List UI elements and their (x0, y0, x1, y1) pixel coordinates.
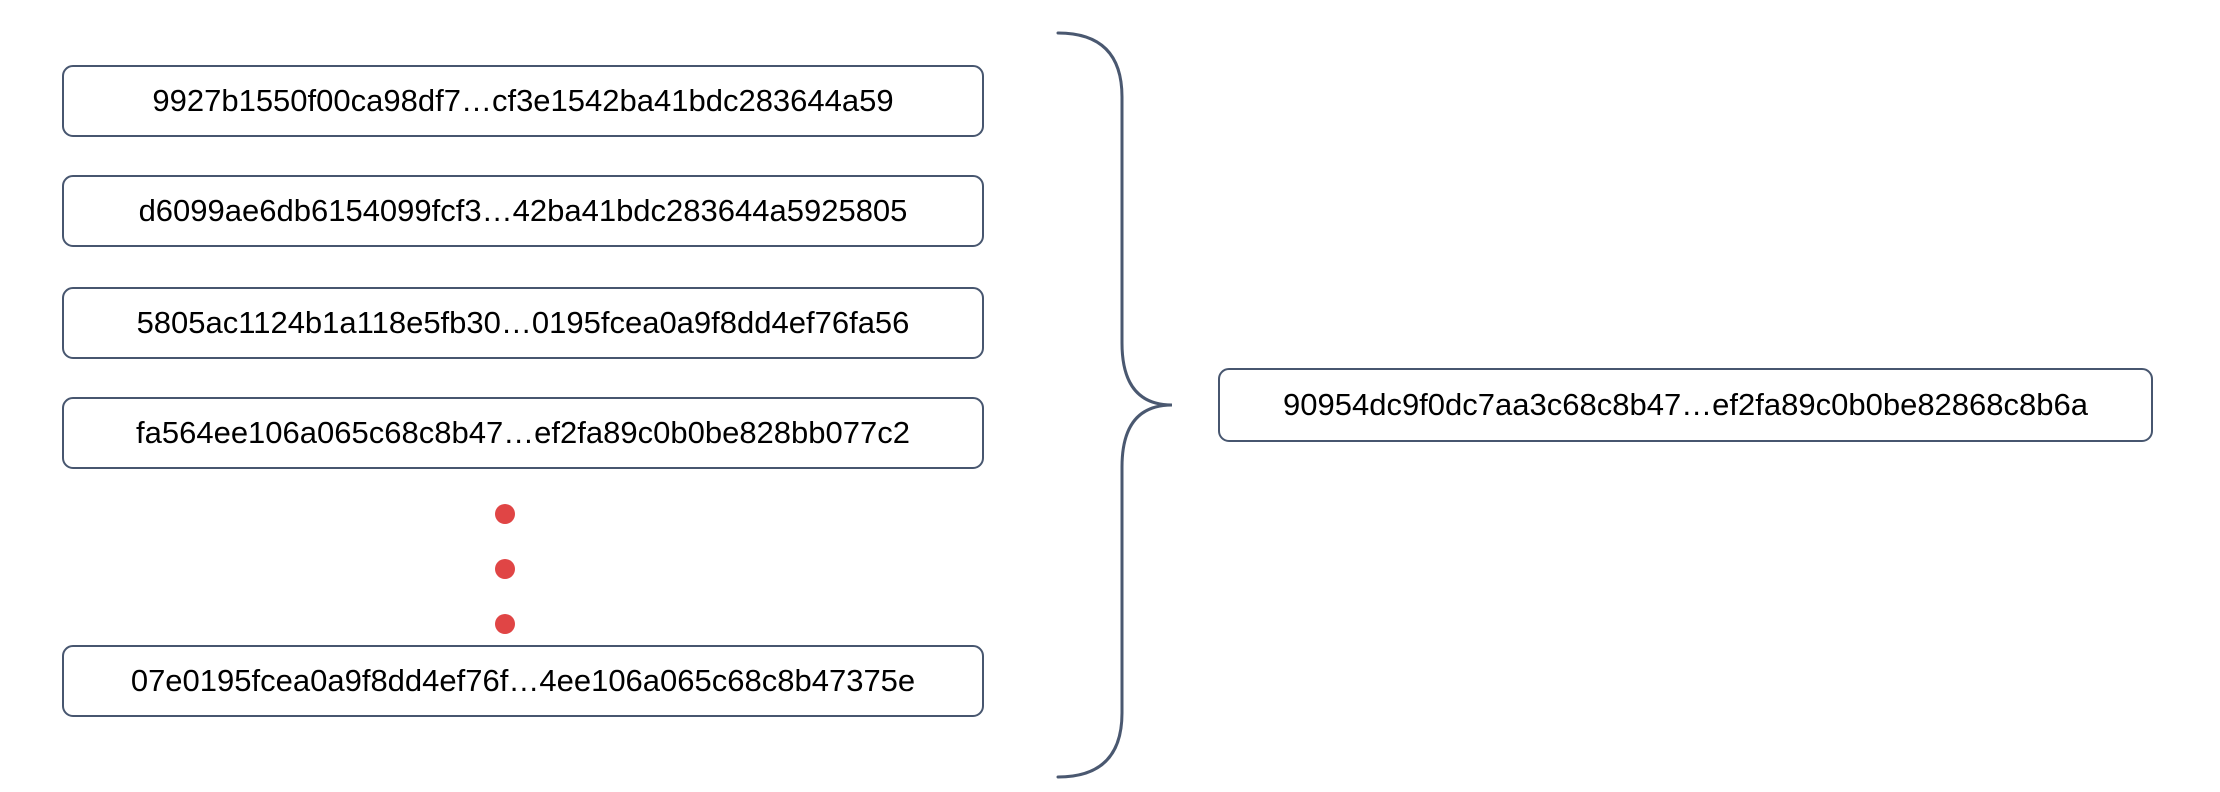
ellipsis-dot (495, 559, 515, 579)
input-hash-box-2: d6099ae6db6154099fcf3…42ba41bdc283644a59… (62, 175, 984, 247)
output-hash-box: 90954dc9f0dc7aa3c68c8b47…ef2fa89c0b0be82… (1218, 368, 2153, 442)
input-hash-box-5: 07e0195fcea0a9f8dd4ef76f…4ee106a065c68c8… (62, 645, 984, 717)
ellipsis-dot (495, 504, 515, 524)
ellipsis-dot (495, 614, 515, 634)
vertical-ellipsis-icon (495, 504, 515, 634)
input-hash-box-4: fa564ee106a065c68c8b47…ef2fa89c0b0be828b… (62, 397, 984, 469)
input-hash-box-1: 9927b1550f00ca98df7…cf3e1542ba41bdc28364… (62, 65, 984, 137)
input-hash-box-3: 5805ac1124b1a118e5fb30…0195fcea0a9f8dd4e… (62, 287, 984, 359)
